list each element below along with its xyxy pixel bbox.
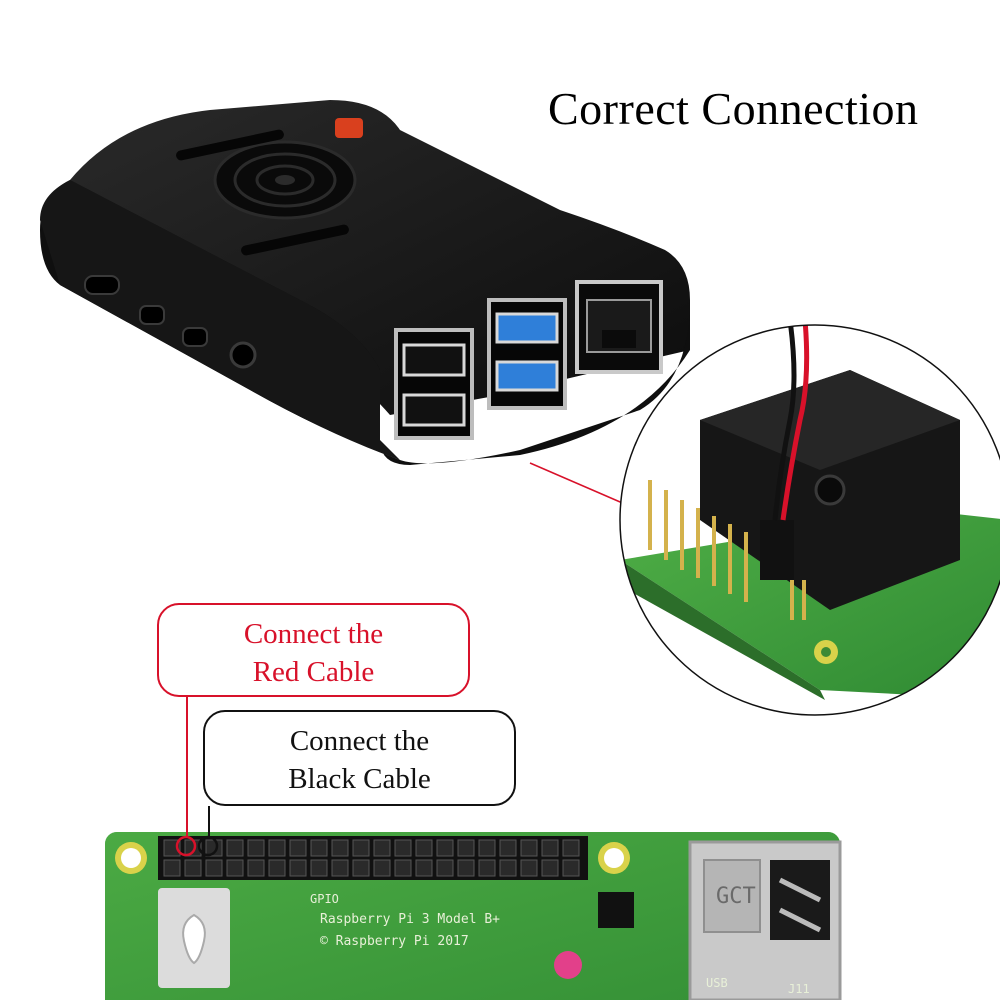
- micro-hdmi-port-2: [182, 327, 208, 347]
- raspberry-logo: [554, 951, 582, 979]
- model-silkscreen: Raspberry Pi 3 Model B+: [320, 912, 501, 927]
- pi-case: [40, 100, 690, 465]
- micro-hdmi-port-1: [139, 305, 165, 325]
- black-callout-line1: Connect the: [289, 725, 430, 757]
- red-callout-line2: Red Cable: [252, 656, 375, 688]
- red-cable-callout: Connect the Red Cable: [157, 603, 470, 697]
- gpio-header: [158, 835, 588, 880]
- raspberry-pi-board: [105, 697, 842, 1000]
- copyright-silkscreen: © Raspberry Pi 2017: [320, 934, 469, 949]
- j11-silkscreen: J11: [788, 982, 810, 996]
- page-title: Correct Connection: [548, 83, 919, 134]
- ethernet-port: [575, 280, 663, 374]
- usb-c-port: [84, 275, 120, 295]
- red-cable-pin-marker: [175, 835, 197, 857]
- black-cable-pin-marker: [197, 835, 219, 857]
- gpio-silkscreen: GPIO: [310, 892, 339, 906]
- black-cable-callout: Connect the Black Cable: [203, 710, 516, 806]
- usb2-ports: [394, 328, 474, 440]
- gct-marking: GCT: [716, 884, 756, 909]
- red-callout-line1: Connect the: [243, 618, 384, 650]
- usb3-ports: [487, 298, 567, 410]
- fan-grille: [213, 140, 357, 220]
- usb-silkscreen: USB: [706, 976, 728, 990]
- black-callout-line2: Black Cable: [288, 763, 431, 795]
- usb-connector: [688, 840, 842, 1000]
- audio-jack: [229, 341, 257, 369]
- zoom-detail-circle: [619, 324, 1000, 716]
- pointer-line: [529, 462, 635, 509]
- gpio-pins-zoom: [648, 480, 806, 620]
